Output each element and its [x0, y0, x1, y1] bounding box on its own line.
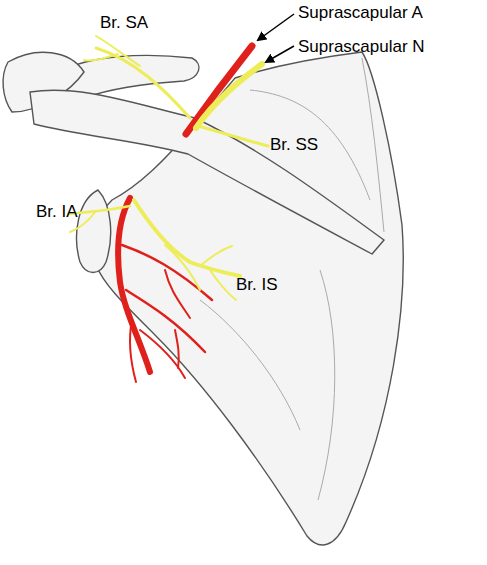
nerve-branch-ss [198, 126, 268, 146]
artery-branch [122, 245, 212, 300]
nerve-branch-is [165, 245, 200, 290]
artery-branch [140, 330, 185, 378]
nerve-branch-is [210, 270, 236, 300]
leader-arrow [258, 14, 294, 40]
shading-line [362, 58, 384, 232]
shading-line [200, 300, 300, 430]
leader-arrow [266, 46, 294, 62]
nerve-branch-sa [84, 54, 118, 61]
artery-branch [175, 330, 179, 368]
bone [3, 52, 403, 545]
nerve-infraspinous [134, 200, 240, 276]
nerve-branch-sa [96, 36, 140, 66]
part-label: Suprascapular A [298, 4, 423, 21]
artery-branch [165, 270, 190, 318]
part-label: Suprascapular N [298, 38, 425, 55]
suprascapular-artery [118, 46, 252, 382]
shading [200, 58, 384, 500]
part-label: Br. IA [36, 203, 78, 220]
suprascapular-nerve [68, 36, 268, 300]
part-label: Br. IS [236, 276, 278, 293]
artery-infraspinous [118, 198, 150, 372]
artery-branch [126, 290, 205, 352]
artery-trunk [186, 46, 252, 134]
nerve-branch-is [200, 246, 232, 266]
glenoid [77, 190, 111, 273]
nerve-trunk [196, 64, 262, 128]
part-label: Br. SS [270, 136, 318, 153]
shading-line [318, 270, 335, 500]
artery-branch [130, 320, 136, 382]
part-label: Br. SA [100, 14, 148, 31]
nerve-branch-sa [96, 48, 190, 118]
